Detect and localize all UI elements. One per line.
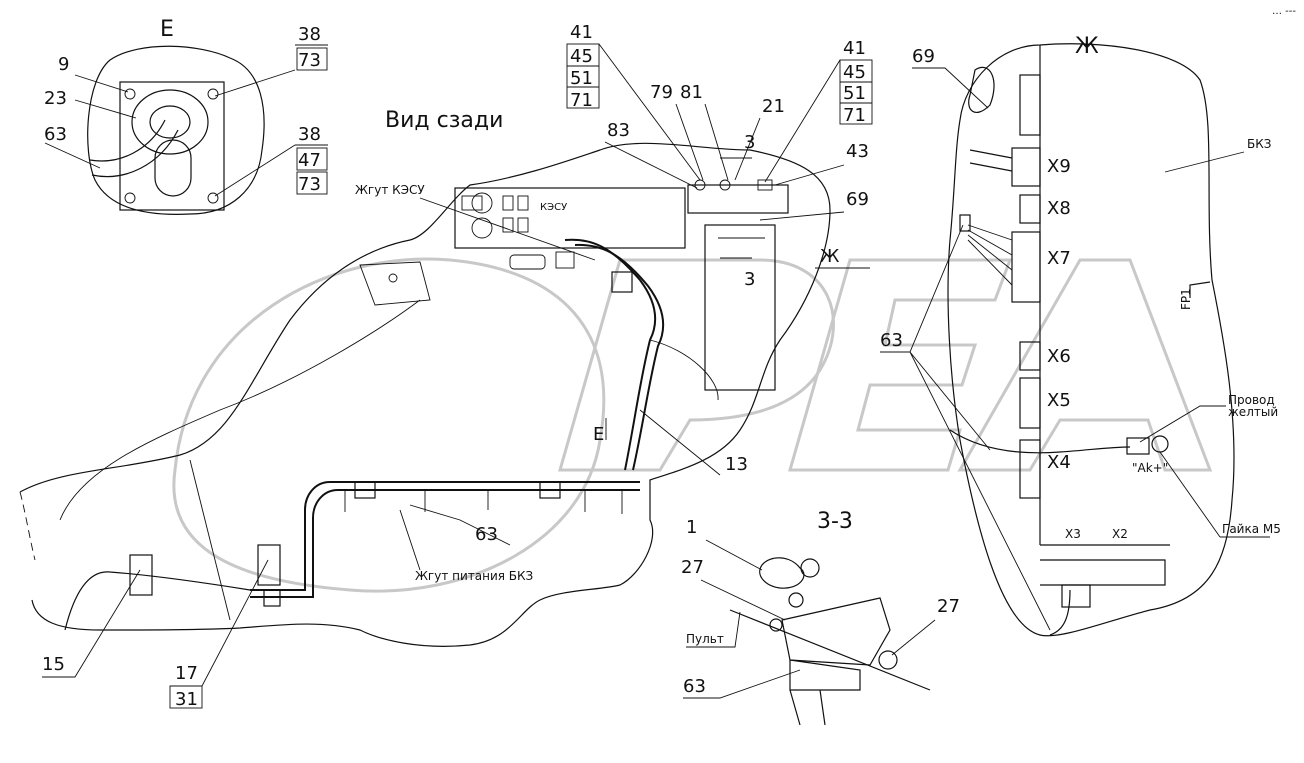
callout-43: 43 — [846, 141, 869, 162]
callout-47: 47 — [298, 150, 321, 171]
callout-41: 41 — [570, 22, 593, 43]
callout-38: 38 — [298, 24, 321, 45]
connector-x5: X5 — [1047, 390, 1071, 411]
main-assembly: КЭСУ 3 3 E Ж — [19, 132, 870, 647]
callout-41: 41 — [843, 38, 866, 59]
callout-45: 45 — [570, 46, 593, 67]
callout-9: 9 — [58, 54, 69, 75]
callout-1: 1 — [686, 517, 697, 538]
rear-view-title: Вид сзади — [385, 108, 503, 133]
callout-63: 63 — [683, 676, 706, 697]
panel-label: Пульт — [686, 632, 724, 646]
connector-x8: X8 — [1047, 198, 1071, 219]
callout-17: 17 — [175, 663, 198, 684]
callout-23: 23 — [44, 88, 67, 109]
callout-27: 27 — [681, 557, 704, 578]
connector-x4: X4 — [1047, 452, 1071, 473]
wire-yellow-line1: Провод — [1228, 393, 1275, 407]
callout-27: 27 — [937, 596, 960, 617]
section-mark-bottom: 3 — [744, 269, 755, 290]
callout-69: 69 — [912, 46, 935, 67]
bkz-label: БКЗ — [1247, 137, 1271, 151]
watermark — [172, 257, 1213, 593]
callout-83: 83 — [607, 120, 630, 141]
callout-63: 63 — [880, 330, 903, 351]
callout-13: 13 — [725, 454, 748, 475]
lower-callouts: 63 13 Жгут питания БКЗ 15 17 31 — [42, 409, 748, 710]
view-zh-title: Ж — [1075, 34, 1099, 59]
callout-79: 79 — [650, 82, 673, 103]
panel-kesu-label: КЭСУ — [540, 202, 567, 213]
connector-x7: X7 — [1047, 248, 1071, 269]
callout-21: 21 — [762, 96, 785, 117]
view-e: E 9 23 63 38 73 38 47 73 — [44, 17, 328, 215]
callout-69: 69 — [846, 189, 869, 210]
nut-m5-label: Гайка М5 — [1222, 522, 1281, 536]
callout-31: 31 — [175, 689, 198, 710]
section-e-mark: E — [593, 424, 604, 445]
connector-x9: X9 — [1047, 156, 1071, 177]
corner-mark: … --- — [1272, 6, 1296, 17]
section-zh-mark: Ж — [820, 246, 840, 267]
section-3-3: 3-3 1 27 27 Пульт 63 — [681, 509, 960, 726]
top-callouts: 41 45 51 71 79 81 83 21 41 45 51 71 43 6… — [355, 22, 873, 261]
callout-63: 63 — [44, 124, 67, 145]
bkz-power-harness-label: Жгут питания БКЗ — [415, 569, 533, 583]
callout-51: 51 — [843, 83, 866, 104]
callout-51: 51 — [570, 68, 593, 89]
view-e-title: E — [160, 17, 174, 42]
connector-x3: X3 — [1065, 527, 1081, 541]
ak-plus-label: "Ak+" — [1132, 461, 1168, 475]
callout-71: 71 — [570, 90, 593, 111]
connector-x2: X2 — [1112, 527, 1128, 541]
section-33-title: 3-3 — [817, 509, 853, 534]
callout-63: 63 — [475, 524, 498, 545]
kesu-harness-label: Жгут КЭСУ — [355, 183, 425, 197]
callout-73: 73 — [298, 50, 321, 71]
view-zh: Ж X9 X8 X7 X6 X5 X4 X3 X2 БКЗ FP1 Провод — [880, 34, 1281, 637]
callout-73: 73 — [298, 174, 321, 195]
fp1-label: FP1 — [1179, 288, 1193, 310]
callout-71: 71 — [843, 105, 866, 126]
callout-38: 38 — [298, 124, 321, 145]
callout-45: 45 — [843, 62, 866, 83]
connector-x6: X6 — [1047, 346, 1071, 367]
callout-81: 81 — [680, 82, 703, 103]
callout-15: 15 — [42, 654, 65, 675]
wire-yellow-line2: желтый — [1228, 405, 1278, 419]
